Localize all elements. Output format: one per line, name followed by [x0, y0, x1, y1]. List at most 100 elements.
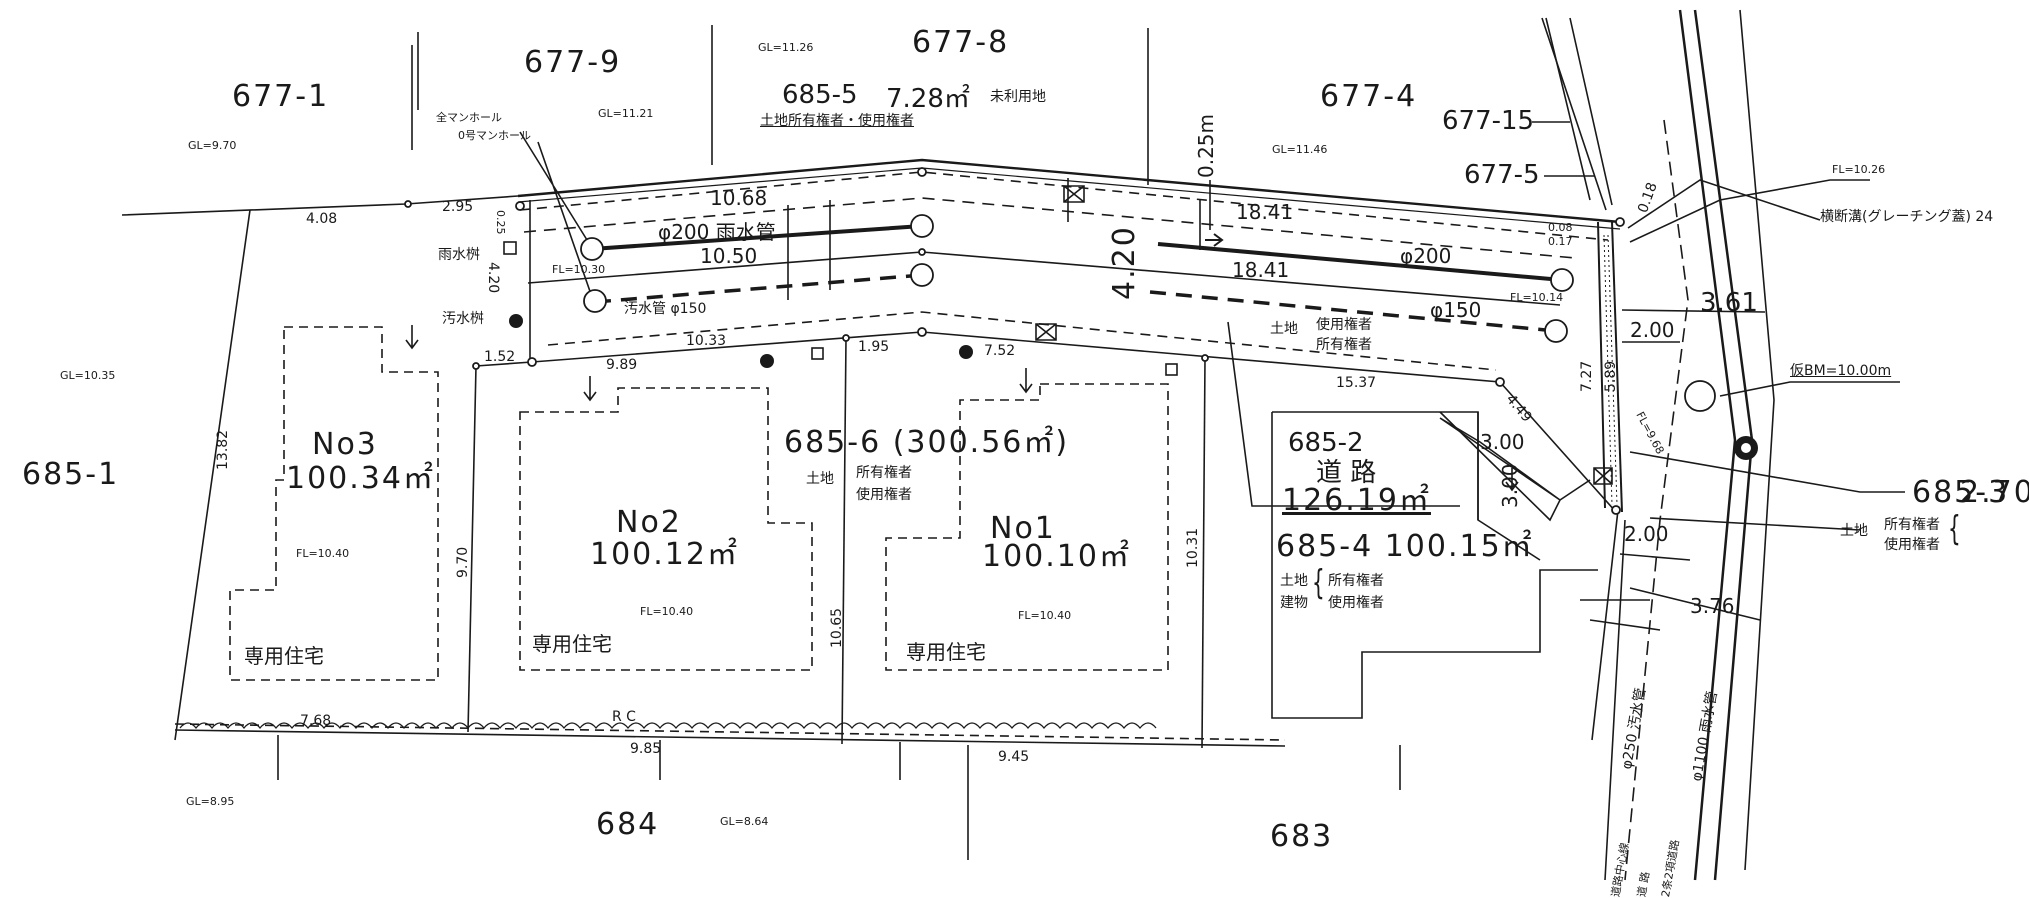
leader-376: [1629, 587, 1761, 621]
node-4: [1611, 505, 1621, 515]
rc-label: R C: [612, 709, 636, 725]
sewage-pipe-2-label: φ150: [1430, 298, 1482, 322]
lot-divider-1: [467, 365, 477, 733]
south-hedge: [179, 722, 1157, 730]
leader-bm: [1719, 381, 1900, 397]
parcel-685-4-bldg: 建物: [1280, 595, 1308, 611]
rain-pipe: [591, 224, 923, 251]
dim-025b: 0.25m: [1194, 113, 1218, 178]
node-7: [404, 200, 412, 208]
sewage-basin-dot: [509, 314, 523, 328]
arrow-no3: [405, 325, 419, 350]
parcel-685-5-note: 未利用地: [990, 89, 1046, 105]
dim-1050: 10.50: [700, 244, 758, 268]
parcel-685-2-line: [1477, 412, 1541, 561]
gl-864: GL=8.64: [720, 815, 769, 828]
basin-square-2: [1165, 363, 1178, 376]
leader-fl1026: [1629, 179, 1870, 243]
dim-200a: 2.00: [1630, 318, 1675, 342]
parcel-685-3-width: 2.70: [1960, 475, 2029, 510]
drive-ticks: [787, 178, 1211, 300]
temporary-bm: 仮BM=10.00m: [1790, 363, 1892, 379]
east-strip-inner: [1597, 221, 1606, 509]
sewage-pipe-label: 汚水管 φ150: [624, 301, 707, 317]
manhole-all-label: 全マンホール: [436, 111, 502, 124]
parcel-677-9: 677-9: [524, 45, 622, 80]
parcel-685-2-owner: 所有権者: [1316, 337, 1372, 353]
leader-grating: [1627, 179, 1821, 229]
fl-1014: FL=10.14: [1510, 291, 1564, 304]
dim-025a: 0.25: [494, 210, 507, 235]
grating: [1603, 234, 1618, 506]
parcel-677-5: 677-5: [1464, 160, 1540, 190]
gl-1126: GL=11.26: [758, 41, 814, 54]
house-no3-use: 専用住宅: [244, 644, 324, 668]
dim-008: 0.08: [1548, 221, 1573, 234]
sewage-basin-label: 汚水桝: [442, 311, 484, 327]
brace-685-4: {: [1312, 561, 1325, 603]
south-boundary: [174, 729, 1286, 747]
dim-361: 3.61: [1700, 288, 1758, 318]
parcel-683: 683: [1270, 819, 1334, 854]
cross-mark-2: [1035, 323, 1057, 341]
dim-420b: 4.20: [1107, 225, 1142, 300]
dim-727: 7.27: [1579, 360, 1595, 392]
arrow-no2: [583, 376, 597, 402]
lot-divider-2: [841, 337, 847, 745]
node-3: [1495, 377, 1505, 387]
parcel-684: 684: [596, 807, 660, 842]
triangle-3m: [1439, 417, 1561, 501]
dim-1065: 10.65: [829, 607, 845, 648]
parcel-685-5-owner: 土地所有権者・使用権者: [760, 113, 914, 129]
parcel-685-2-diag: [1439, 411, 1591, 522]
parcel-685-3-user: 使用権者: [1884, 537, 1940, 553]
house-no2-name: No2: [616, 505, 682, 540]
dim-017: 0.17: [1548, 235, 1573, 248]
house-no2-use: 専用住宅: [532, 632, 612, 656]
gl-1121: GL=11.21: [598, 107, 654, 120]
arrow-rain: [1205, 233, 1224, 247]
dim-300b: 3.00: [1498, 463, 1522, 508]
leader-685-3-owner: [1649, 517, 1861, 531]
dim-300a: 3.00: [1480, 430, 1525, 454]
dim-945: 9.45: [998, 749, 1030, 765]
fl-1026: FL=10.26: [1832, 163, 1886, 176]
east-strip-outer: [1611, 221, 1623, 513]
dim-420a: 4.20: [485, 262, 501, 294]
house-no1-fl: FL=10.40: [1018, 609, 1072, 622]
manhole-0-label: 0号マンホール: [458, 129, 531, 142]
leader-200b: [1619, 553, 1691, 561]
parcel-685-2-user: 使用権者: [1316, 317, 1372, 333]
parcel-685-2-area: 126.19㎡: [1282, 483, 1431, 518]
parcel-685-4-owner: 所有権者: [1328, 573, 1384, 589]
bm-marker: [1684, 380, 1716, 412]
brace-685-3: {: [1948, 507, 1961, 549]
sewage-dot-1: [760, 354, 774, 368]
parcel-677-4: 677-4: [1320, 79, 1418, 114]
dim-376: 3.76: [1690, 594, 1735, 618]
sewage-pipe-2: [1149, 290, 1557, 333]
dim-1068: 10.68: [710, 186, 768, 210]
road-west-edge: [1591, 509, 1626, 881]
road-outer-edge: [1545, 17, 1613, 206]
house-no2-fl: FL=10.40: [640, 605, 694, 618]
parcel-685-3-land: 土地: [1840, 523, 1868, 539]
manhole-road-inner: [1739, 441, 1753, 455]
rain-pipe-2: [1157, 242, 1563, 282]
parcel-685-4-leader: [1227, 321, 1460, 507]
south-boundary-dashed: [174, 723, 1286, 741]
house-no1-name: No1: [990, 511, 1056, 546]
dim-589: 5.89: [1603, 360, 1619, 392]
gl-1035: GL=10.35: [60, 369, 116, 382]
dim-195: 1.95: [858, 339, 890, 355]
manhole-sewage-2: [910, 263, 934, 287]
arrow-road: [1505, 468, 1519, 492]
road-far-edge: [1739, 9, 1775, 871]
parcel-685-4-user: 使用権者: [1328, 595, 1384, 611]
house-no3-name: No3: [312, 427, 378, 462]
parcel-685-1: 685-1: [22, 457, 120, 492]
manhole-leader: [519, 131, 594, 301]
dim-295: 2.95: [442, 199, 474, 215]
lot-divider-3: [1201, 357, 1206, 749]
